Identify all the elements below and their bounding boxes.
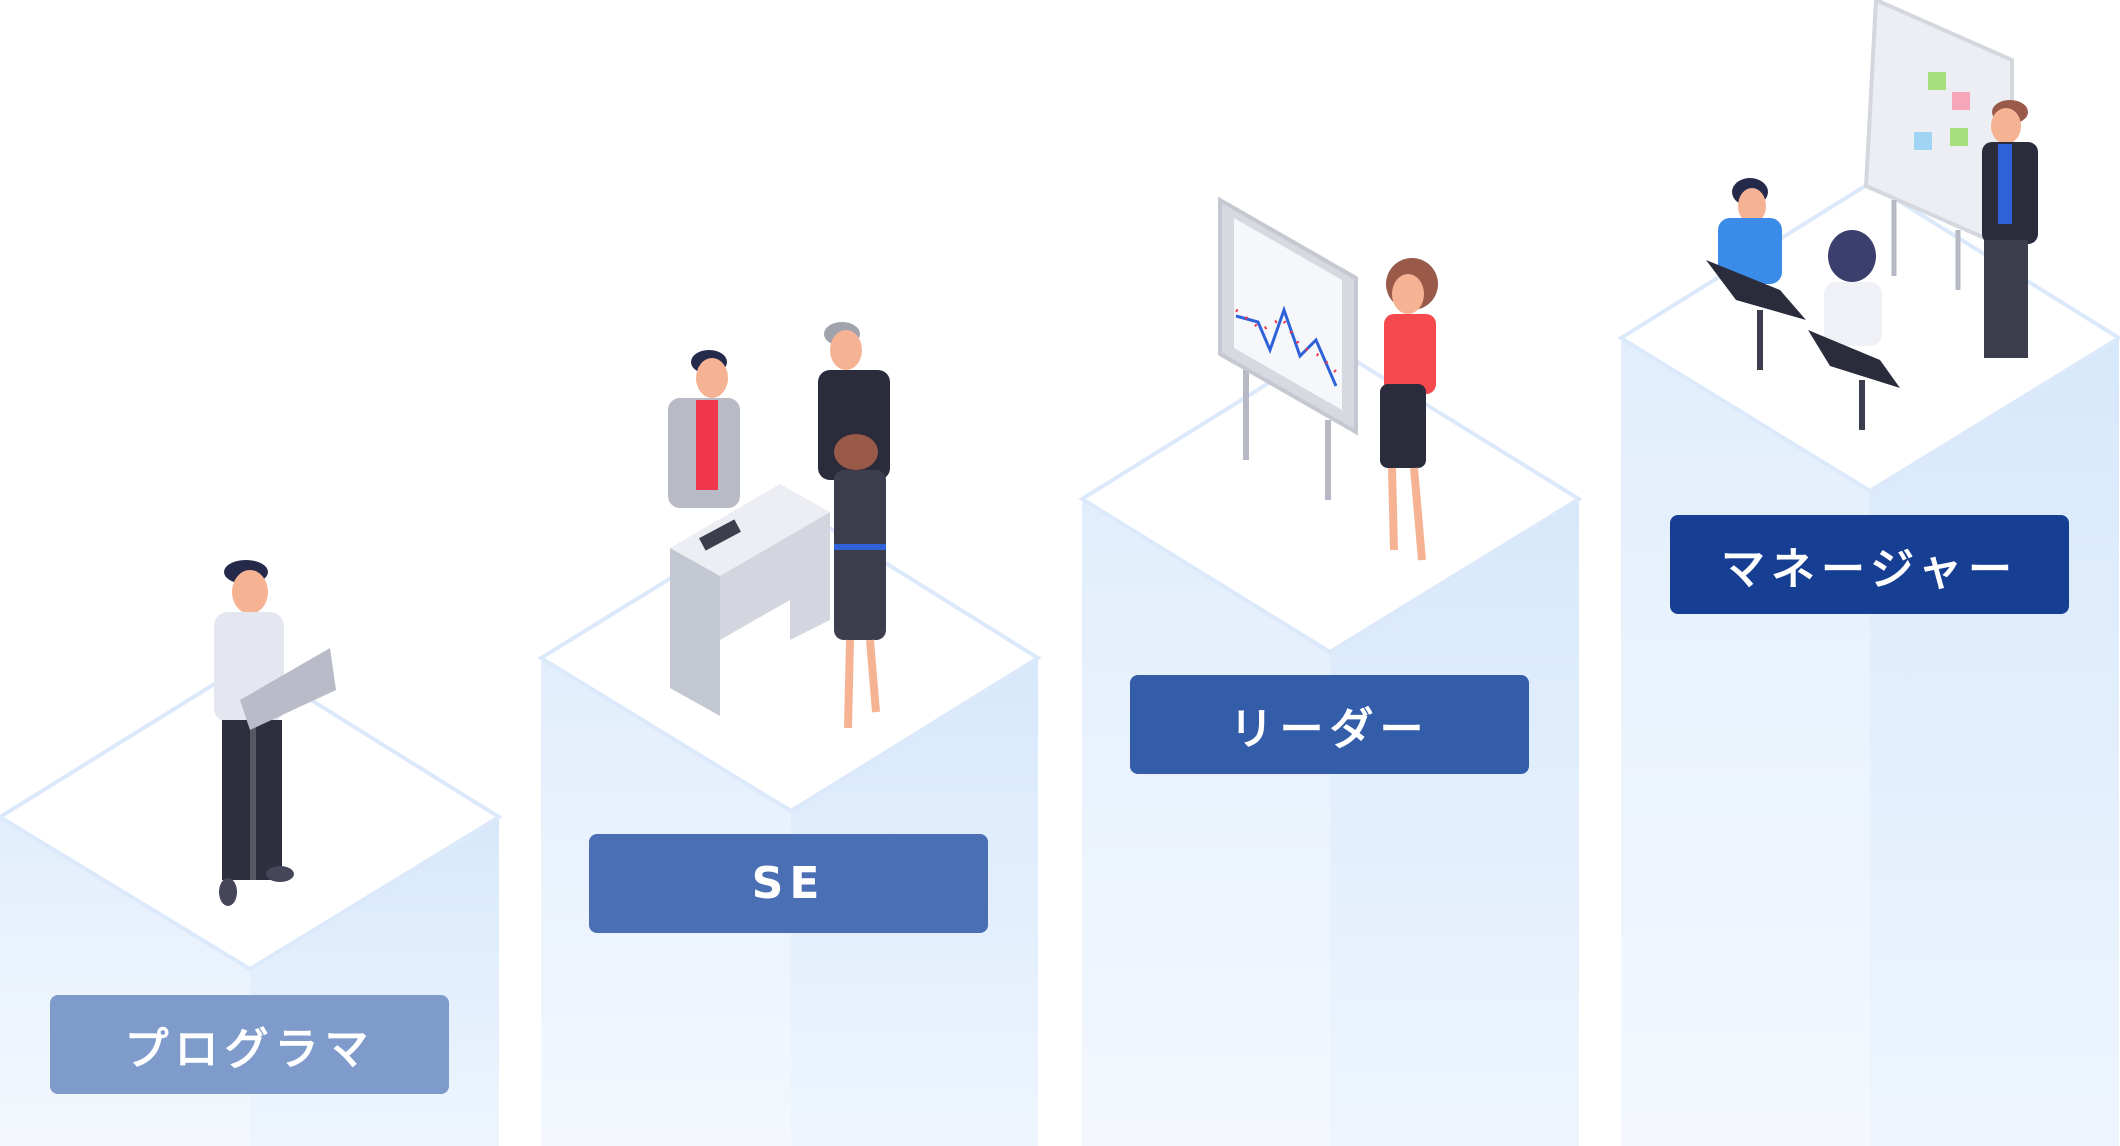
step-label-manager: マネージャー [1670, 515, 2069, 614]
step-label-se: SE [589, 834, 988, 933]
pillar-se [537, 501, 1042, 1146]
step-label-leader: リーダー [1130, 675, 1529, 774]
manager-team-meeting-figure [1706, 0, 2038, 430]
step-label-programmer: プログラマ [50, 995, 449, 1094]
leader-presenting-chart-figure [1218, 196, 1438, 561]
programmer-with-laptop-figure [214, 560, 336, 906]
se-meeting-figure [668, 322, 890, 729]
